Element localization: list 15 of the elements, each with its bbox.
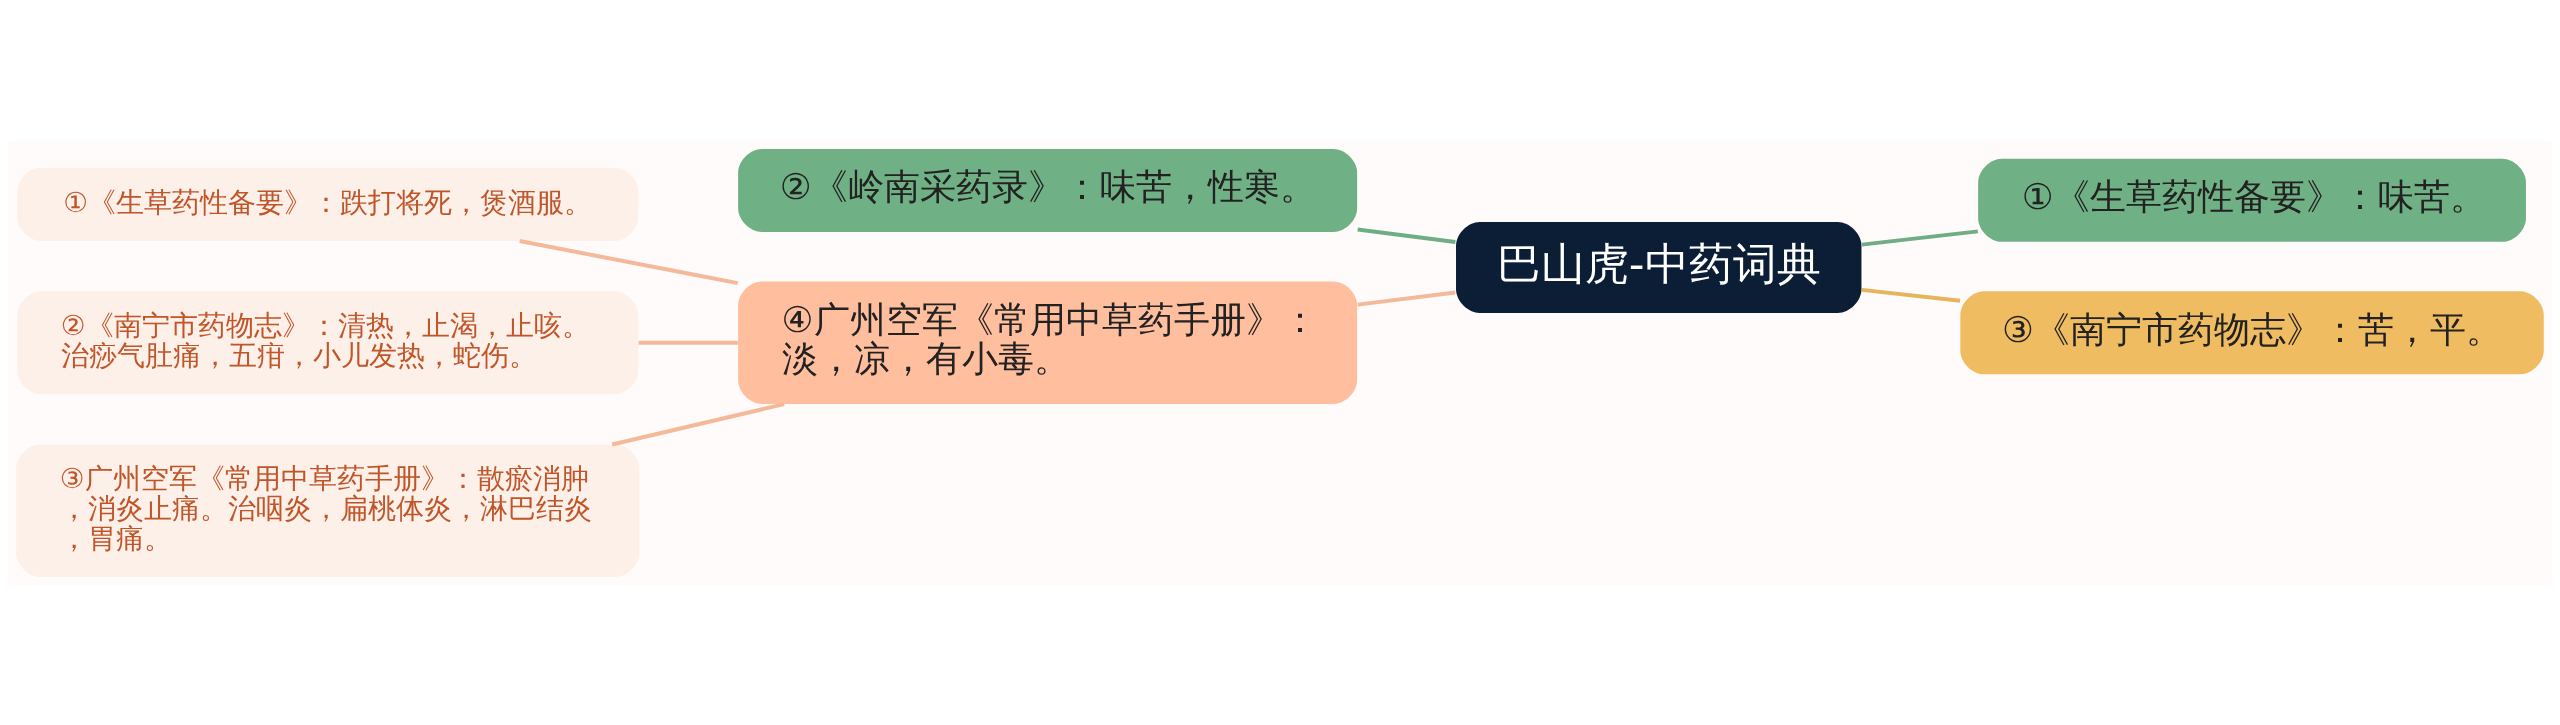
connector bbox=[611, 401, 785, 446]
node-box: ④广州空军《常用中草药手册》：淡，凉，有小毒。 bbox=[738, 280, 1358, 404]
connector bbox=[1357, 290, 1456, 307]
node-box: ①《生草药性备要》：味苦。 bbox=[1978, 158, 2526, 242]
connector bbox=[1357, 227, 1456, 244]
node-box: 巴山虎-中药词典 bbox=[1456, 221, 1862, 313]
connector bbox=[519, 238, 739, 285]
node-box: ①《生草药性备要》：跌打将死，煲酒服。 bbox=[17, 167, 639, 241]
node-box: ③《南宁市药物志》：苦，平。 bbox=[1960, 290, 2544, 374]
connector bbox=[1861, 287, 1961, 303]
node-box: ②《岭南采药录》：味苦，性寒。 bbox=[738, 148, 1358, 232]
node-box: ③广州空军《常用中草药手册》：散瘀消肿，消炎止痛。治咽炎，扁桃体炎，淋巴结炎，胃痛。 bbox=[16, 444, 640, 577]
connector bbox=[638, 340, 738, 345]
node-box: ②《南宁市药物志》：清热，止渴，止咳。治痧气肚痛，五疳，小儿发热，蛇伤。 bbox=[17, 290, 639, 394]
connector bbox=[1861, 228, 1979, 247]
